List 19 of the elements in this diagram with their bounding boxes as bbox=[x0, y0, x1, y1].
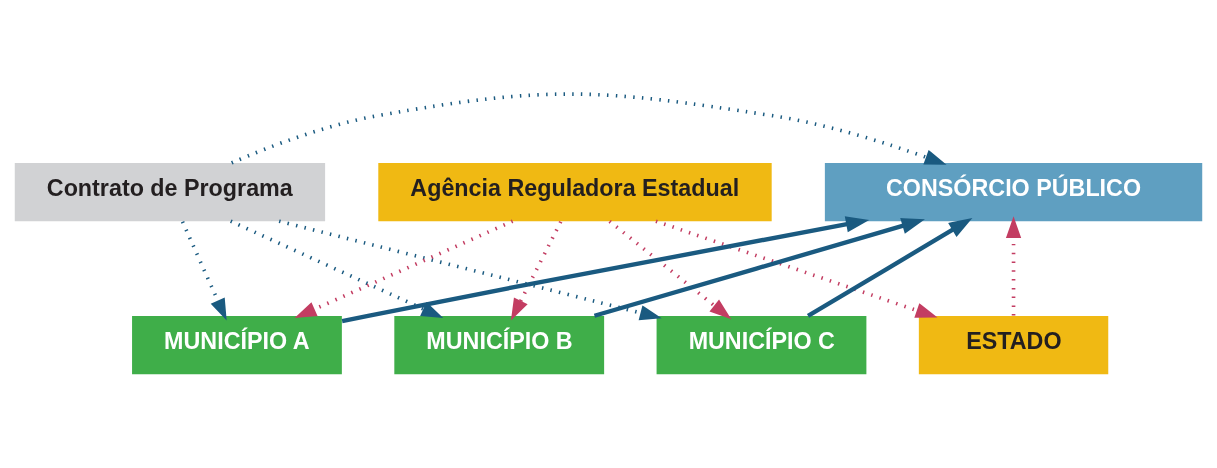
node-box: MUNICÍPIO C bbox=[656, 315, 867, 375]
arrow bbox=[229, 219, 444, 319]
node-box: ESTADO bbox=[918, 315, 1109, 375]
arrow bbox=[510, 220, 563, 321]
arrow bbox=[1005, 216, 1022, 316]
arrow bbox=[655, 219, 938, 318]
arrow bbox=[294, 219, 514, 318]
node-box: CONSÓRCIO PÚBLICO bbox=[824, 162, 1203, 222]
arrow bbox=[341, 216, 870, 324]
node-box: MUNICÍPIO A bbox=[132, 315, 342, 375]
arrow bbox=[278, 219, 662, 321]
node-box: Contrato de Programa bbox=[14, 162, 326, 222]
node-box: Agência Reguladora Estadual bbox=[378, 162, 772, 222]
arrow bbox=[180, 220, 227, 321]
arrow bbox=[231, 92, 947, 165]
node-box: MUNICÍPIO B bbox=[394, 315, 605, 375]
arrow bbox=[593, 218, 925, 318]
arrow bbox=[806, 218, 973, 318]
arrow bbox=[608, 219, 732, 320]
